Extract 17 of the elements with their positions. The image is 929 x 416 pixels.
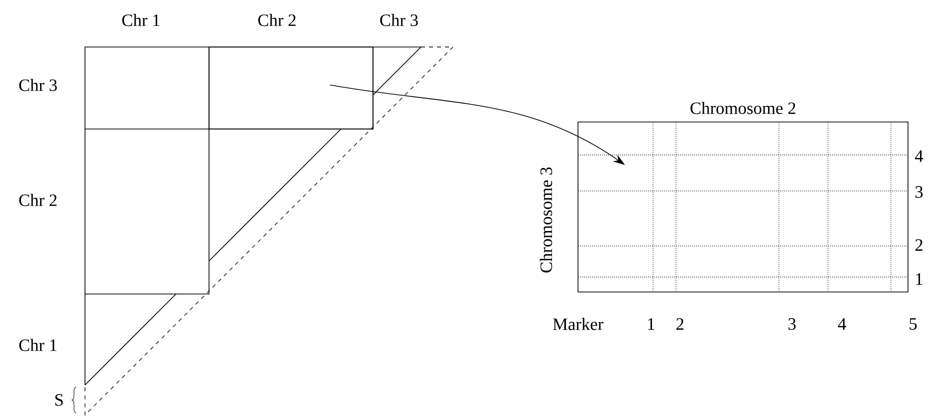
axis-label: Marker bbox=[553, 318, 604, 330]
matrix-cell bbox=[208, 46, 374, 130]
row-label: Chr 3 bbox=[19, 78, 57, 92]
column-label: Chr 1 bbox=[122, 14, 160, 26]
row-label: Chr 2 bbox=[19, 194, 57, 206]
marker-number: 4 bbox=[838, 318, 846, 330]
marker-number: 2 bbox=[676, 318, 684, 330]
marker-number: 5 bbox=[910, 318, 917, 330]
detail-grid-box bbox=[578, 122, 908, 292]
row-label: Chr 1 bbox=[19, 338, 56, 352]
axis-title: Chromosome 3 bbox=[540, 167, 552, 272]
marker-number: 3 bbox=[788, 318, 796, 330]
marker-number: 1 bbox=[648, 318, 654, 330]
column-label: Chr 2 bbox=[258, 14, 296, 26]
column-label: Chr 3 bbox=[380, 14, 418, 26]
axis-title: Chromosome 2 bbox=[690, 102, 796, 114]
bracket-label: S bbox=[55, 394, 63, 406]
